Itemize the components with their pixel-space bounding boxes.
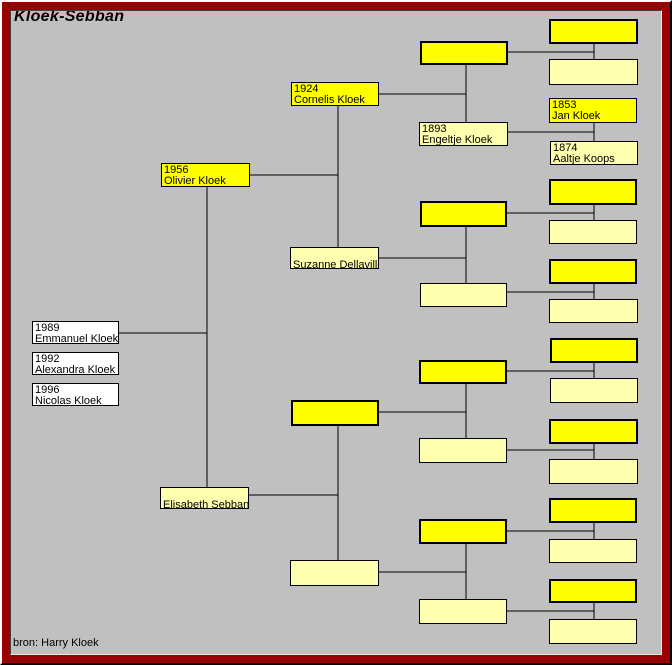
person-box-gen5-female-8[interactable] (549, 619, 637, 644)
person-year: 1853 (552, 99, 577, 111)
person-name: Olivier Kloek (164, 175, 226, 187)
person-box-gen4-male-4[interactable] (419, 519, 507, 544)
person-box-gen5-female-5[interactable] (550, 378, 638, 403)
person-name: Engeltje Kloek (422, 134, 493, 146)
person-box-gen5-female-3[interactable] (549, 220, 637, 244)
person-box-elisabeth-sebban[interactable]: Elisabeth Sebban (160, 487, 249, 509)
person-box-gen4-male-3[interactable] (419, 360, 507, 384)
person-name: Elisabeth Sebban (163, 499, 249, 509)
person-box-gen4-female-4[interactable] (419, 599, 507, 624)
person-box-mother-of-suzanne[interactable] (420, 283, 507, 307)
person-year: 1992 (35, 353, 60, 365)
person-name: Cornelis Kloek (294, 94, 365, 106)
person-name: Emmanuel Kloek (35, 333, 119, 344)
person-box-gen5-female-7[interactable] (549, 539, 637, 563)
person-box-gen5-male-1[interactable] (549, 19, 638, 44)
person-box-gen5-female-4[interactable] (549, 299, 638, 323)
person-box-father-of-suzanne[interactable] (420, 201, 507, 227)
person-box-gen5-male-3[interactable] (549, 179, 637, 205)
person-year: 1996 (35, 384, 60, 396)
person-name: Alexandra Kloek (35, 364, 116, 375)
person-box-father-of-elisabeth[interactable] (291, 400, 379, 426)
person-box-gen4-female-3[interactable] (419, 438, 507, 463)
person-box-gen5-female-1[interactable] (549, 59, 638, 85)
person-name: Aaltje Koops (553, 153, 615, 165)
page-title: Kloek-Sebban (14, 8, 125, 25)
person-box-gen5-male-6[interactable] (549, 419, 638, 444)
person-box-father-of-cornelis[interactable] (420, 41, 508, 65)
person-year: 1989 (35, 322, 60, 334)
person-box-gen5-female-6[interactable] (549, 459, 638, 484)
person-name: Nicolas Kloek (35, 395, 102, 406)
person-box-mother-of-elisabeth[interactable] (290, 560, 379, 586)
person-year: 1874 (553, 142, 578, 154)
person-name: Jan Kloek (552, 110, 601, 122)
source-note: bron: Harry Kloek (13, 637, 99, 649)
person-year: 1956 (164, 164, 189, 176)
person-year: 1893 (422, 123, 447, 135)
person-box-gen5-male-8[interactable] (549, 579, 637, 603)
person-year: 1924 (294, 83, 319, 95)
person-name: Suzanne Dellaville (293, 259, 379, 269)
person-box-gen5-male-5[interactable] (550, 338, 638, 363)
person-box-suzanne-dellaville[interactable]: Suzanne Dellaville (290, 247, 379, 269)
person-box-gen5-male-4[interactable] (549, 259, 637, 284)
person-box-gen5-male-7[interactable] (549, 498, 637, 523)
